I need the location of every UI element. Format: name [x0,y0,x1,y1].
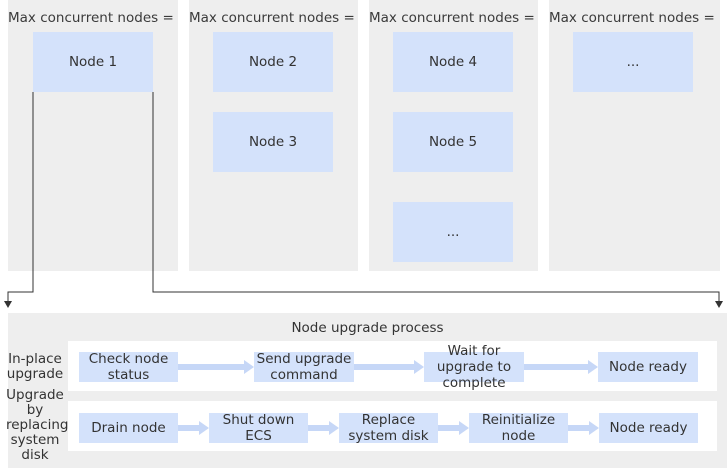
step-node-ready-1: Node ready [598,352,698,382]
row-label-in-place: In-place upgrade [6,351,64,382]
node-4: Node 4 [393,32,513,92]
column-2-title-text: Max concurrent nodes = 2 [189,10,358,26]
step-reinitialize-node: Reinitialize node [469,412,568,444]
connector-line-left [7,92,34,306]
connector-arrowhead-right [715,301,723,308]
row2-arrow-3 [438,421,469,435]
step-drain-node: Drain node [79,413,178,443]
step-wait-for-upgrade: Wait for upgrade to complete [424,343,524,391]
column-4-title-text: Max concurrent nodes = ... [549,10,720,26]
step-send-upgrade-command: Send upgrade command [254,351,354,383]
column-3-title-text: Max concurrent nodes = ... [369,10,538,26]
column-1-title-text: Max concurrent nodes = 1 [8,10,178,26]
step-check-node-status: Check node status [79,351,178,383]
row2-arrow-1 [178,421,209,435]
connector-arrowhead-left [4,301,12,308]
step-node-ready-2: Node ready [599,413,698,443]
node-3: Node 3 [213,112,333,172]
node-ellipsis-col3: ... [393,202,513,262]
column-4-title: Max concurrent nodes = ... [549,10,720,26]
step-shut-down-ecs: Shut down ECS [209,412,308,444]
node-2: Node 2 [213,32,333,92]
row-label-replace-disk: Upgrade by replacing system disk [6,387,69,463]
process-title: Node upgrade process [291,320,444,336]
step-replace-system-disk: Replace system disk [339,412,438,444]
column-1-title: Max concurrent nodes = 1 [8,10,178,26]
row2-arrow-4 [568,421,599,435]
node-1: Node 1 [33,32,153,92]
row1-arrow-1 [178,360,254,374]
column-2-title: Max concurrent nodes = 2 [189,10,358,26]
row1-arrow-3 [524,360,598,374]
node-ellipsis-col4: ... [573,32,693,92]
row1-arrow-2 [354,360,424,374]
connector-line-right [152,92,720,306]
column-3-title: Max concurrent nodes = ... [369,10,538,26]
node-5: Node 5 [393,112,513,172]
row2-arrow-2 [308,421,339,435]
